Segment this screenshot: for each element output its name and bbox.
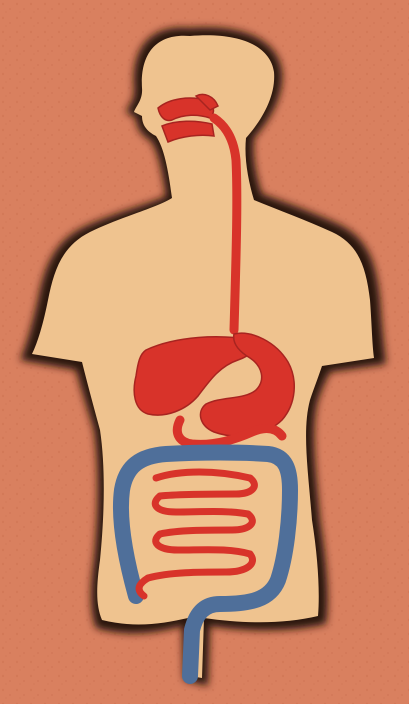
digestive-system-svg (0, 0, 409, 704)
digestive-system-figure (0, 0, 409, 704)
